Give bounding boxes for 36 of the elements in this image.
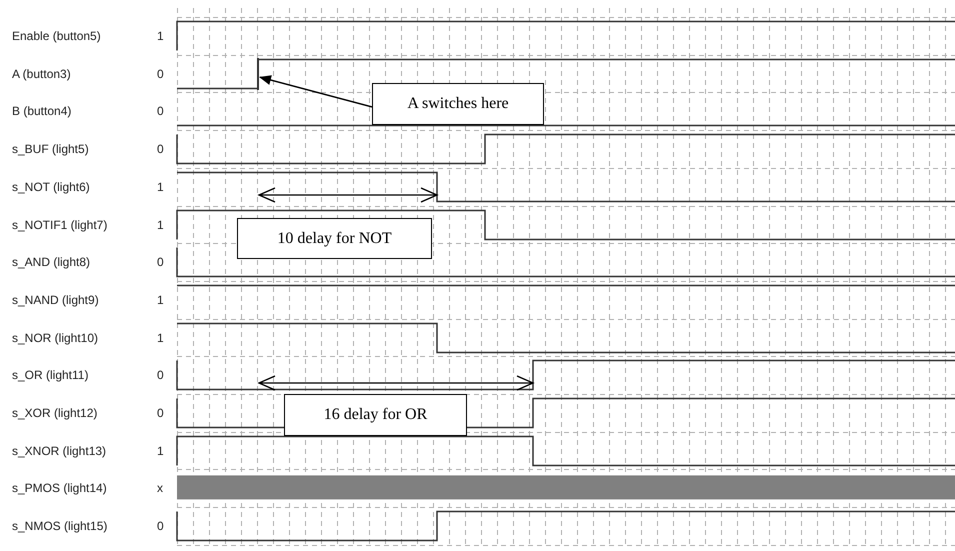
signal-name: s_NOT (light6) xyxy=(12,180,90,194)
signal-value: 1 xyxy=(157,444,164,458)
signal-name: s_XNOR (light13) xyxy=(12,444,106,458)
signal-transition-line xyxy=(257,58,259,90)
callout-text: 10 delay for NOT xyxy=(277,230,392,248)
signal-name: s_NAND (light9) xyxy=(12,292,99,307)
signal-value: 0 xyxy=(157,255,164,270)
signal-value: 0 xyxy=(157,142,164,156)
signal-name: s_OR (light11) xyxy=(12,368,88,382)
signal-value: 0 xyxy=(157,368,164,382)
signal-value: 1 xyxy=(157,292,164,307)
signal-name: s_NOR (light10) xyxy=(12,330,98,345)
signal-name: Enable (button5) xyxy=(12,29,101,43)
signal-value: 1 xyxy=(157,218,164,232)
signal-name: B (button4) xyxy=(12,104,72,118)
signal-value: x xyxy=(157,481,163,496)
signal-value: 0 xyxy=(157,406,164,420)
signal-value: 0 xyxy=(157,104,164,118)
signal-name: A (button3) xyxy=(12,66,71,81)
callout-text: A switches here xyxy=(407,95,509,113)
callout-box xyxy=(284,394,467,436)
callout-box xyxy=(237,218,432,259)
signal-value: 0 xyxy=(157,66,164,81)
signal-name: s_NOTIF1 (light7) xyxy=(12,218,108,232)
signal-value: 1 xyxy=(157,29,164,43)
signal-name: s_BUF (light5) xyxy=(12,142,89,156)
signal-value: 1 xyxy=(157,180,164,194)
callout-text: 16 delay for OR xyxy=(324,406,428,424)
signal-name: s_XOR (light12) xyxy=(12,406,98,420)
signal-value: 0 xyxy=(157,519,164,534)
callout-box xyxy=(372,83,544,125)
signal-name: s_PMOS (light14) xyxy=(12,481,107,496)
arrow xyxy=(259,75,372,108)
signal-name: s_AND (light8) xyxy=(12,255,90,270)
signal-value: 1 xyxy=(157,330,164,345)
signal-name: s_NMOS (light15) xyxy=(12,519,108,534)
